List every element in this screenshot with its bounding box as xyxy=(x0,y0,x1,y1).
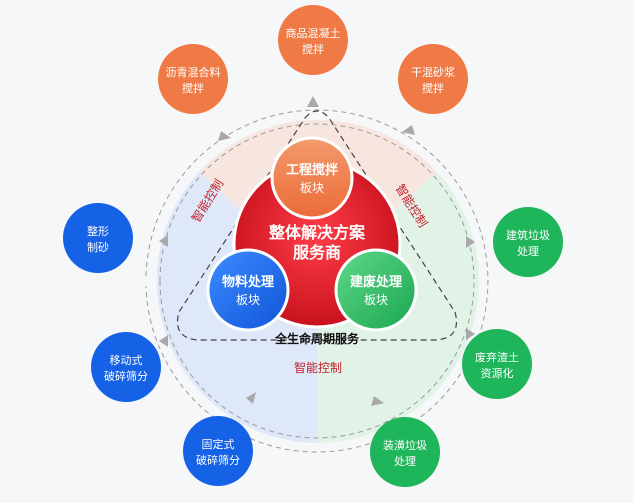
node-construction-waste xyxy=(493,207,563,277)
block-waste-line1: 建废处理 xyxy=(350,274,402,290)
lifecycle-triangle xyxy=(176,110,458,341)
node-decoration-waste-line2: 处理 xyxy=(394,455,416,468)
node-fixed-crushing-line2: 破碎筛分 xyxy=(196,453,240,467)
node-dry-mortar-line2: 搅拌 xyxy=(422,81,444,95)
node-construction-waste-line1: 建筑垃圾 xyxy=(506,228,550,242)
block-waste-line2: 板块 xyxy=(364,293,388,307)
node-construction-waste-line2: 处理 xyxy=(517,245,539,258)
node-shaping-sand xyxy=(63,203,133,273)
center-title-line2: 服务商 xyxy=(293,243,341,262)
arrow-right-lower-icon xyxy=(466,328,475,340)
block-engineering-line1: 工程搅拌 xyxy=(286,162,338,178)
node-asphalt xyxy=(158,44,228,114)
node-dry-mortar-line1: 干混砂浆 xyxy=(411,65,455,79)
node-decoration-waste-line1: 装潢垃圾 xyxy=(383,438,427,452)
node-shaping-sand-line1: 整形 xyxy=(87,224,109,238)
block-materials xyxy=(206,248,290,332)
node-fixed-crushing xyxy=(183,416,253,486)
node-fixed-crushing-line1: 固定式 xyxy=(202,437,235,451)
block-materials-line1: 物料处理 xyxy=(222,274,274,290)
node-dry-mortar xyxy=(398,44,468,114)
node-mobile-crushing xyxy=(91,332,161,402)
arrow-left-icon xyxy=(159,235,168,247)
block-waste xyxy=(334,248,418,332)
node-commercial-concrete-line2: 搅拌 xyxy=(302,42,324,56)
arrow-up-right-icon xyxy=(402,125,415,135)
ring-label-bottom: 智能控制 xyxy=(294,360,342,375)
arrow-left-lower-icon xyxy=(159,335,168,347)
node-slag-resource xyxy=(462,329,532,399)
node-commercial-concrete-line1: 商品混凝土 xyxy=(286,26,341,40)
block-engineering xyxy=(270,136,354,220)
node-shaping-sand-line2: 制砂 xyxy=(87,241,109,254)
node-asphalt-line1: 沥青混合料 xyxy=(166,65,221,79)
arrow-up-icon xyxy=(307,96,319,107)
arrow-right-icon xyxy=(466,236,475,248)
node-mobile-crushing-line2: 破碎筛分 xyxy=(104,369,148,383)
node-slag-resource-line1: 废弃渣土 xyxy=(475,350,519,364)
node-slag-resource-line2: 资源化 xyxy=(481,366,514,380)
node-commercial-concrete xyxy=(278,5,348,75)
node-decoration-waste xyxy=(370,417,440,487)
block-materials-line2: 板块 xyxy=(236,293,260,307)
lifecycle-label: 全生命周期服务 xyxy=(274,331,360,346)
arrow-up-left-icon xyxy=(218,131,231,141)
block-engineering-line2: 板块 xyxy=(300,181,324,195)
arrow-down-right-icon xyxy=(371,396,384,406)
arrow-down-left-icon xyxy=(246,392,256,404)
center-title-line1: 整体解决方案 xyxy=(268,223,366,242)
node-asphalt-line2: 搅拌 xyxy=(182,81,204,95)
node-mobile-crushing-line1: 移动式 xyxy=(110,354,143,367)
